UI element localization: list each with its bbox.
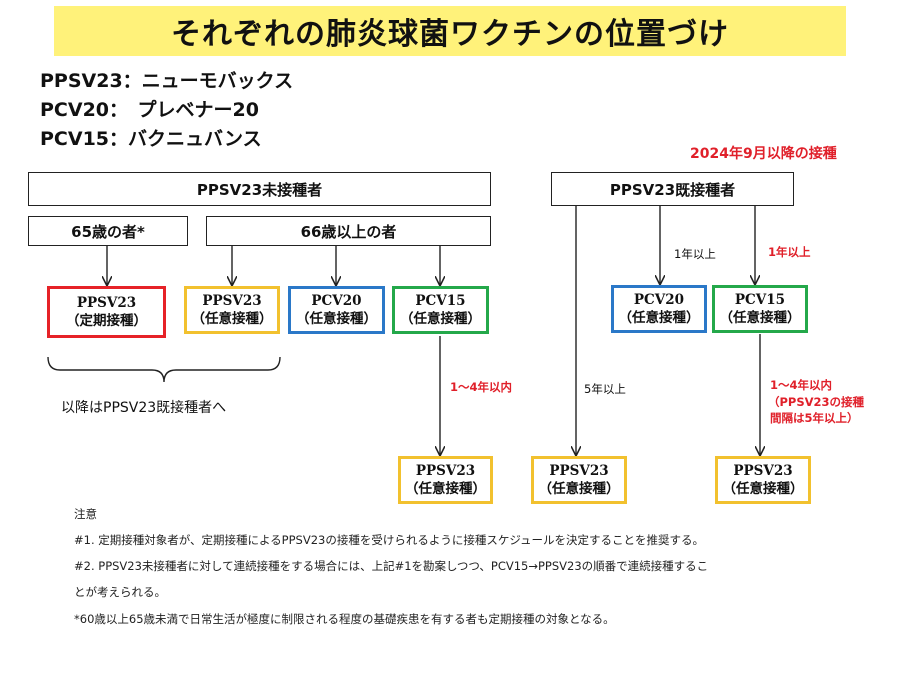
box-vaccine-type: （任意接種） [618,310,700,326]
brace-routine-group [47,356,281,383]
legend-pcv15: PCV15：バクニュバンス [40,128,262,150]
label-interval-1to4-a: 1～4年以内 [450,380,513,394]
box-vaccine-name: PPSV23 [202,292,262,309]
group-age66: 66歳以上の者 [206,216,491,246]
label-interval-1to4-b: 1～4年以内 [770,378,833,392]
box-vaccine-name: PCV20 [633,291,685,308]
date-note: 2024年9月以降の接種 [690,146,837,162]
note-2: #2. PPSV23未接種者に対して連続接種をする場合には、上記#1を勘案しつつ… [74,559,709,573]
box-vaccine-type: （任意接種） [722,481,804,497]
label-interval-note-2: 間隔は5年以上） [770,411,859,425]
box-vaccine-name: PPSV23 [733,462,793,479]
group-vaccinated: PPSV23既接種者 [551,172,794,206]
box-vaccine-type: （定期接種） [66,313,147,329]
box-ppsv23-after-pcv15-a: PPSV23 （任意接種） [398,456,493,504]
notes-heading: 注意 [74,507,97,521]
page-title: それぞれの肺炎球菌ワクチンの位置づけ [171,17,729,52]
label-interval-1yr-b: 1年以上 [768,245,811,259]
label-after-routine: 以降はPPSV23既接種者へ [61,400,227,416]
box-vaccine-type: （任意接種） [400,311,481,327]
box-ppsv23-optional-a: PPSV23 （任意接種） [184,286,280,334]
note-1: #1. 定期接種対象者が、定期接種によるPPSV23の接種を受けられるように接種… [74,533,705,547]
label-interval-5yr: 5年以上 [584,382,626,396]
box-vaccine-name: PPSV23 [76,294,137,311]
box-vaccine-name: PPSV23 [415,462,476,479]
label-interval-note-1: （PPSV23の接種 [768,395,865,409]
box-vaccine-type: （任意接種） [719,310,801,326]
legend-pcv20: PCV20： プレベナー20 [40,99,259,121]
legend-ppsv23: PPSV23：ニューモバックス [40,70,294,92]
box-vaccine-type: （任意接種） [296,311,377,327]
box-ppsv23-routine: PPSV23 （定期接種） [47,286,166,338]
box-ppsv23-after-5yr: PPSV23 （任意接種） [531,456,627,504]
box-vaccine-name: PCV15 [734,291,786,308]
box-pcv15-b: PCV15 （任意接種） [712,285,808,333]
label-interval-1yr-a: 1年以上 [674,247,716,261]
title-banner: それぞれの肺炎球菌ワクチンの位置づけ [54,6,846,56]
box-pcv15-a: PCV15 （任意接種） [392,286,489,334]
note-2-cont: とが考えられる。 [74,585,166,599]
box-vaccine-name: PPSV23 [549,462,609,479]
box-vaccine-type: （任意接種） [538,481,620,497]
box-vaccine-name: PCV15 [415,292,466,309]
box-ppsv23-after-pcv15-b: PPSV23 （任意接種） [715,456,811,504]
box-vaccine-name: PCV20 [311,292,362,309]
box-vaccine-type: （任意接種） [405,481,486,497]
box-pcv20-b: PCV20 （任意接種） [611,285,707,333]
box-pcv20-a: PCV20 （任意接種） [288,286,385,334]
box-vaccine-type: （任意接種） [191,311,273,327]
note-asterisk: *60歳以上65歳未満で日常生活が極度に制限される程度の基礎疾患を有する者も定期… [74,612,615,626]
group-unvaccinated: PPSV23未接種者 [28,172,491,206]
group-age65: 65歳の者* [28,216,188,246]
